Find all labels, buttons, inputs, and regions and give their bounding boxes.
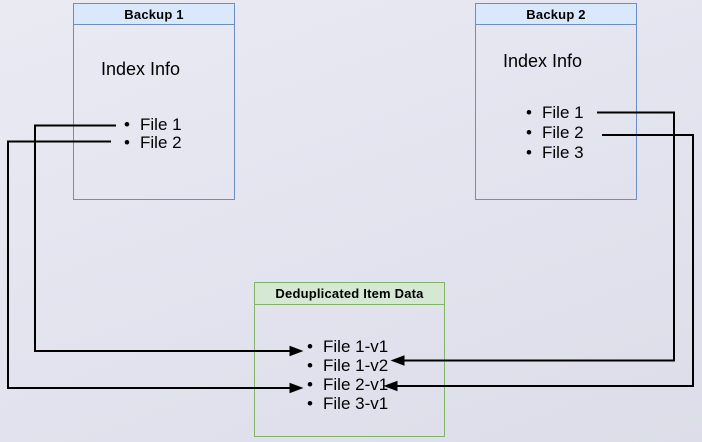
backup2-file-3: File 3 <box>526 143 584 163</box>
dedup-file-1-v1: File 1-v1 <box>307 337 388 356</box>
backup1-title: Backup 1 <box>74 4 234 25</box>
backup1-index-info-label: Index Info <box>101 59 181 79</box>
backup1-box: Backup 1 Index Info File 1 File 2 <box>73 3 235 200</box>
dedup-file-1-v2: File 1-v2 <box>307 356 388 375</box>
backup2-index-info-label: Index Info <box>503 51 583 71</box>
backup1-file-list: File 1 File 2 <box>124 116 182 152</box>
dedup-file-2-v1: File 2-v1 <box>307 375 388 394</box>
backup1-file-1: File 1 <box>124 116 182 134</box>
backup2-file-list: File 1 File 2 File 3 <box>526 103 584 163</box>
backup1-file-2: File 2 <box>124 134 182 152</box>
dedup-title: Deduplicated Item Data <box>255 283 444 305</box>
dedup-file-3-v1: File 3-v1 <box>307 394 388 413</box>
dedup-file-list: File 1-v1 File 1-v2 File 2-v1 File 3-v1 <box>307 337 388 413</box>
dedup-box: Deduplicated Item Data File 1-v1 File 1-… <box>254 282 445 437</box>
backup2-file-2: File 2 <box>526 123 584 143</box>
backup2-box: Backup 2 Index Info File 1 File 2 File 3 <box>475 3 637 200</box>
backup2-file-1: File 1 <box>526 103 584 123</box>
backup2-title: Backup 2 <box>476 4 636 25</box>
